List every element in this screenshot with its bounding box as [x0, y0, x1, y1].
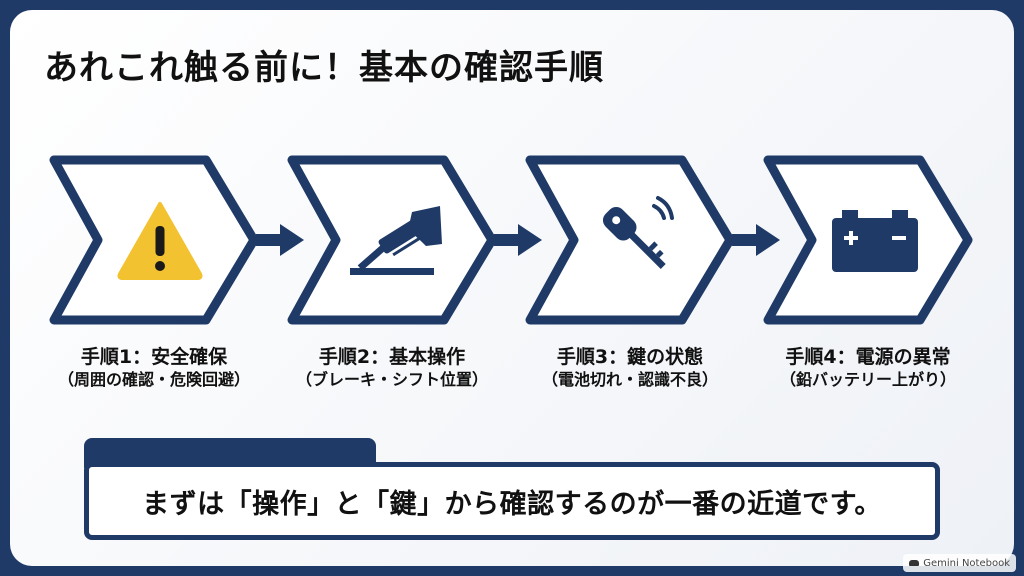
warning-icon — [117, 202, 203, 280]
step-1-label: 手順1：安全確保 （周囲の確認・危険回避） — [34, 345, 274, 391]
watermark: Gemini Notebook — [903, 554, 1016, 572]
step-2-label: 手順2：基本操作 （ブレーキ・シフト位置） — [272, 345, 512, 391]
battery-icon — [832, 210, 918, 272]
arrow-right-icon — [256, 224, 304, 256]
step-4-label: 手順4：電源の異常 （鉛バッテリー上がり） — [748, 345, 988, 391]
step-2-title: 手順2：基本操作 — [318, 346, 466, 368]
callout-box: まずは「操作」と「鍵」から確認するのが一番の近道です。 — [84, 462, 940, 540]
watermark-text: Gemini Notebook — [923, 557, 1010, 569]
car-key-icon — [602, 196, 674, 269]
callout-text: まずは「操作」と「鍵」から確認するのが一番の近道です。 — [142, 488, 882, 520]
notebook-logo-icon — [909, 560, 920, 566]
step-1-subtitle: （周囲の確認・危険回避） — [57, 370, 250, 389]
page-title: あれこれ触る前に！基本の確認手順 — [44, 48, 604, 88]
arrow-right-icon — [732, 224, 780, 256]
step-4-subtitle: （鉛バッテリー上がり） — [779, 370, 956, 389]
step-3-label: 手順3：鍵の状態 （電池切れ・認識不良） — [510, 345, 750, 391]
step-3-title: 手順3：鍵の状態 — [556, 346, 704, 368]
arrow-right-icon — [494, 224, 542, 256]
step-1-title: 手順1：安全確保 — [80, 346, 228, 368]
step-2-subtitle: （ブレーキ・シフト位置） — [295, 370, 488, 389]
step-3-subtitle: （電池切れ・認識不良） — [541, 370, 718, 389]
step-4-title: 手順4：電源の異常 — [785, 346, 951, 368]
brake-pedal-icon — [350, 206, 442, 275]
step-3-chevron — [525, 155, 735, 325]
